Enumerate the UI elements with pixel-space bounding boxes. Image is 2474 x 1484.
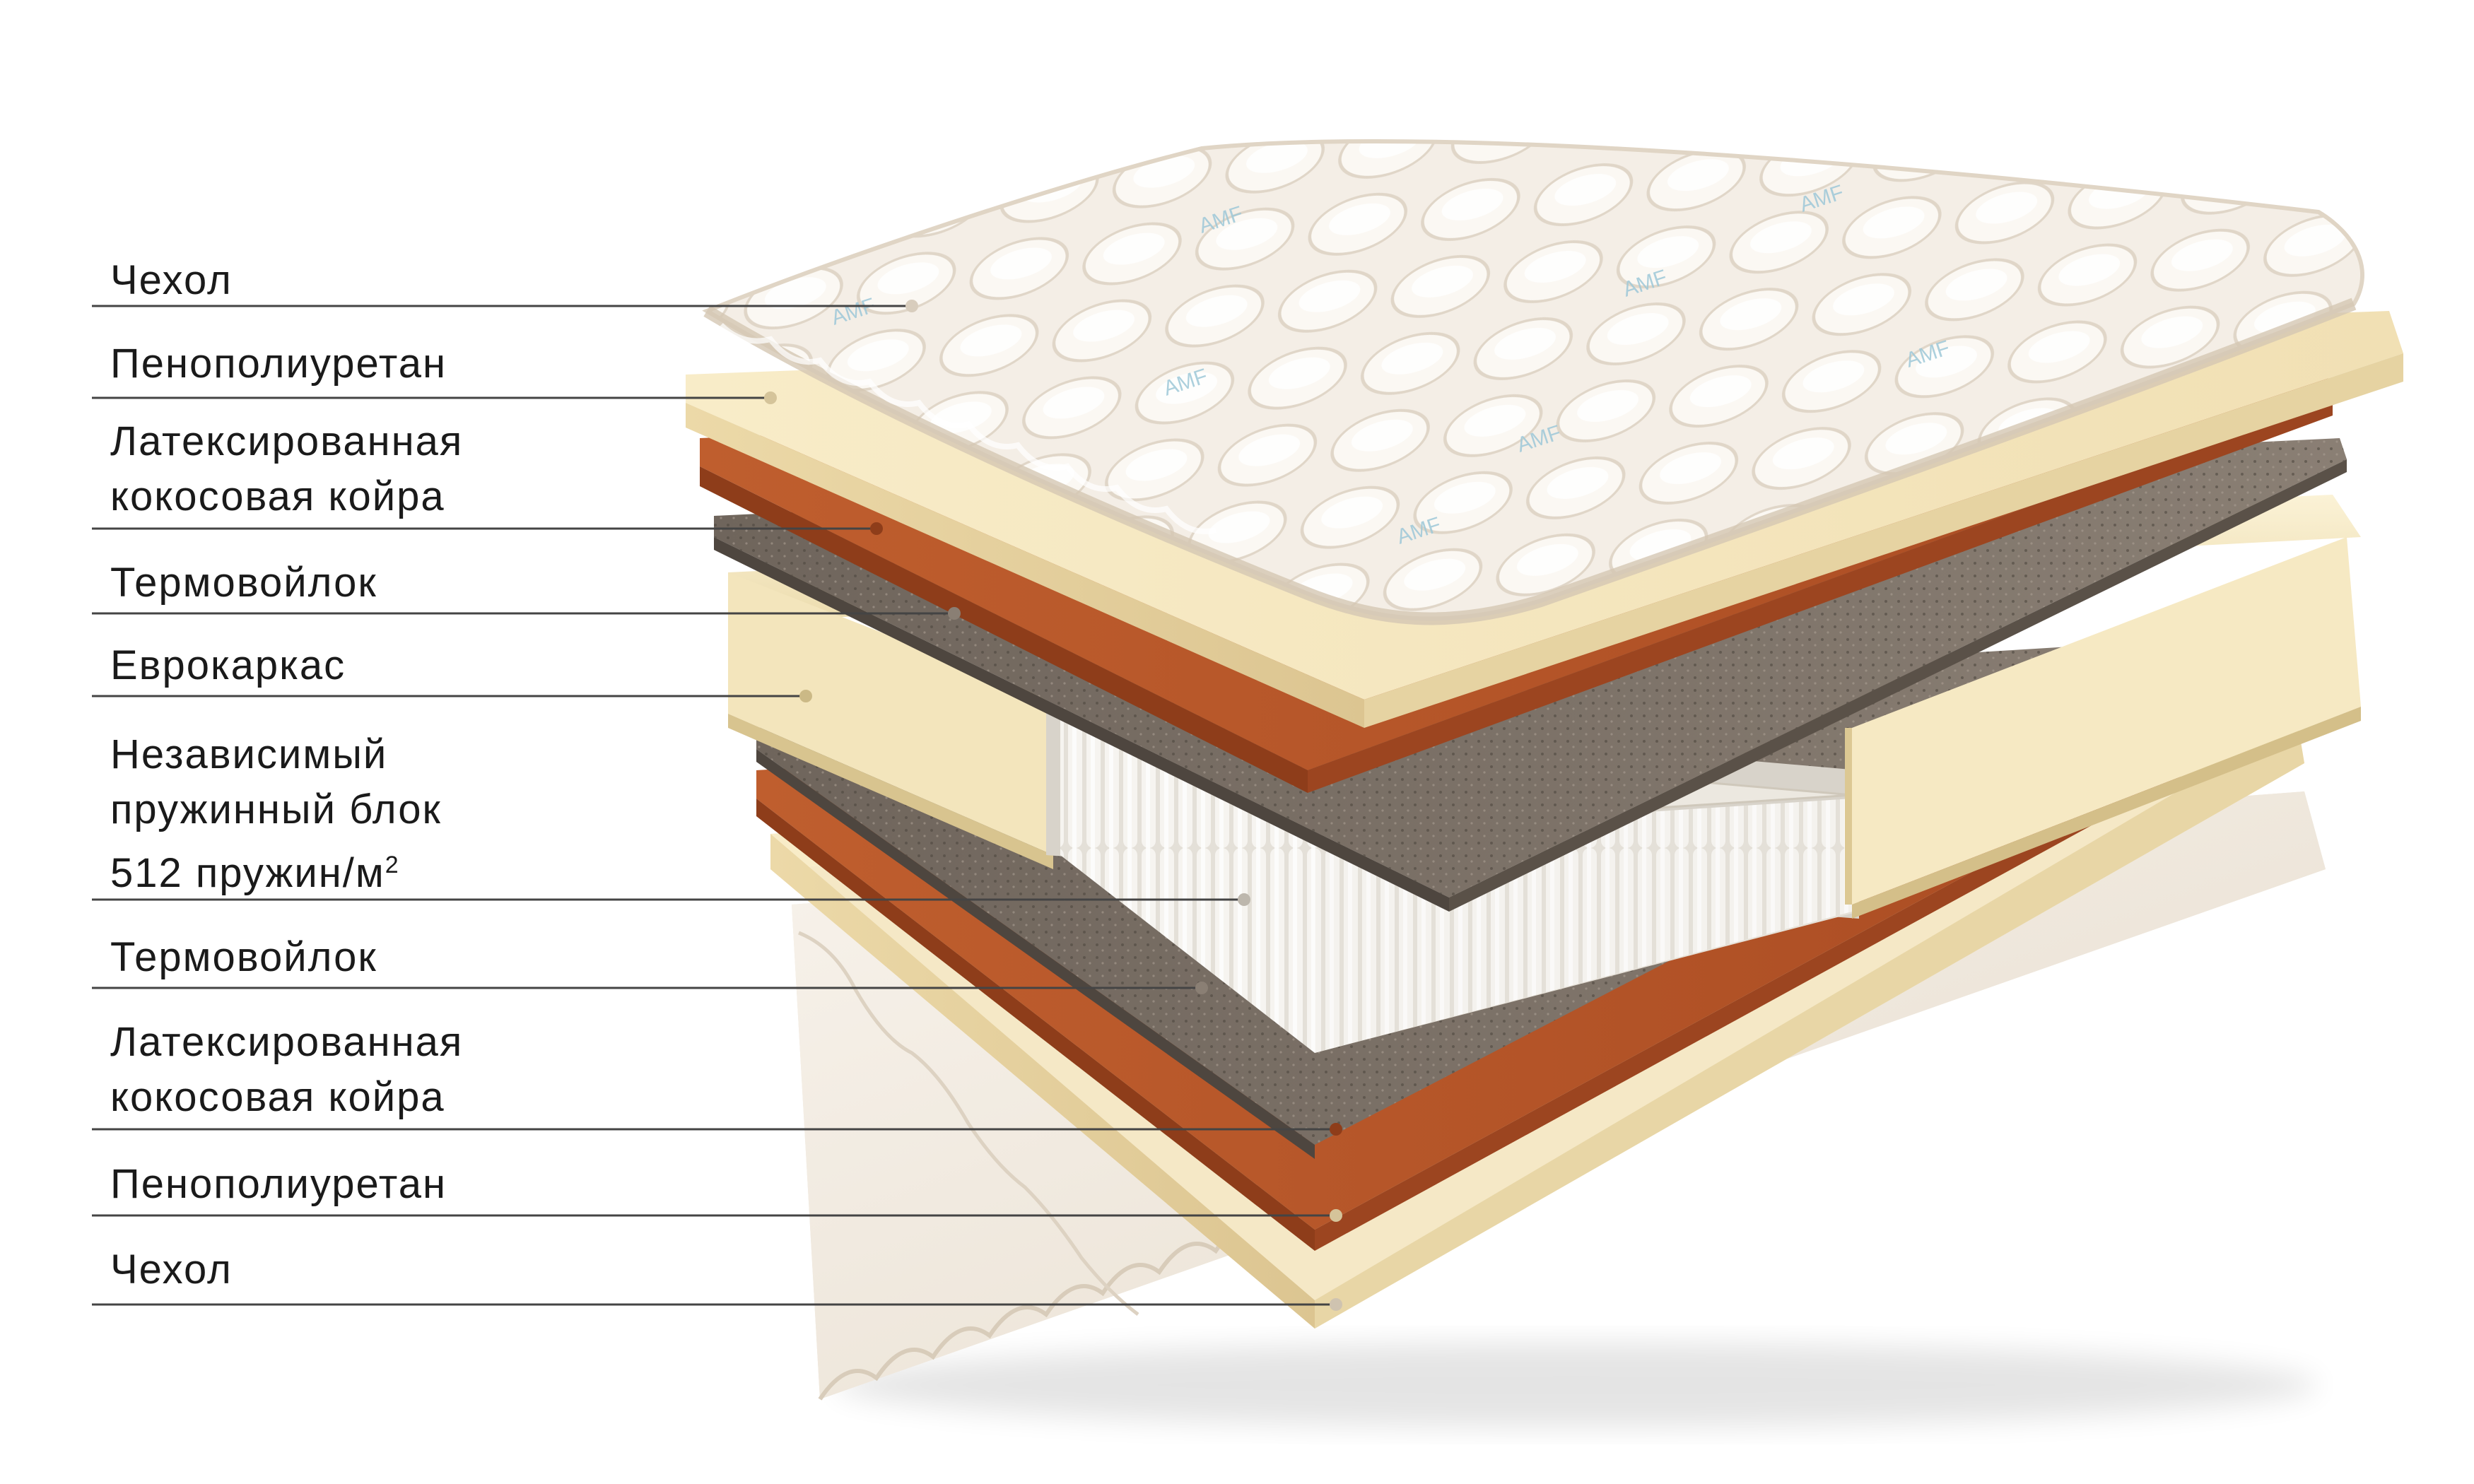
layer-cover-top: AMF AMF AMF AMF AMF AMF AMF AMF [702,139,2364,625]
label-line: Пенополиуретан [110,341,447,387]
superscript: 2 [385,852,400,878]
leader-lines [92,300,1342,1311]
label-line: кокосовая койра [110,473,445,519]
label-cover-top: Чехол [110,253,233,308]
ground-shadow [834,1343,2318,1427]
leader-dot [1330,1209,1342,1222]
leader-dot [1330,1123,1342,1136]
label-line: Чехол [110,1247,233,1292]
leader-dot [1330,1298,1342,1311]
label-line: Еврокаркас [110,642,346,688]
leader-dot [1195,982,1208,994]
leader-dot [905,300,918,312]
label-line: пружинный блок [110,787,442,832]
label-ppu-bottom: Пенополиуретан [110,1157,447,1212]
label-line: Латексированная [110,1019,464,1065]
label-line: Пенополиуретан [110,1161,447,1207]
label-felt-bottom: Термовойлок [110,930,377,985]
label-line: Термовойлок [110,560,377,606]
label-ppu-top: Пенополиуретан [110,336,447,391]
label-coir-top: Латексированная кокосовая койра [110,414,463,524]
label-line: Термовойлок [110,934,377,980]
label-line: Латексированная [110,418,464,464]
label-cover-bottom: Чехол [110,1242,233,1297]
label-spring-block: Независимый пружинный блок 512 пружин/м2 [110,727,442,901]
label-euro-frame: Еврокаркас [110,638,346,693]
label-felt-top: Термовойлок [110,555,377,611]
leader-dot [799,690,812,702]
label-line: Чехол [110,257,233,303]
label-coir-bottom: Латексированная кокосовая койра [110,1015,463,1125]
leader-dot [1238,893,1250,906]
leader-dot [870,522,883,535]
label-line: 512 пружин/м2 [110,837,442,901]
leader-dot [948,607,961,620]
spring-density: 512 пружин/м [110,850,385,896]
leader-dot [764,391,777,404]
label-line: кокосовая койра [110,1074,445,1120]
label-line: Независимый [110,731,388,777]
